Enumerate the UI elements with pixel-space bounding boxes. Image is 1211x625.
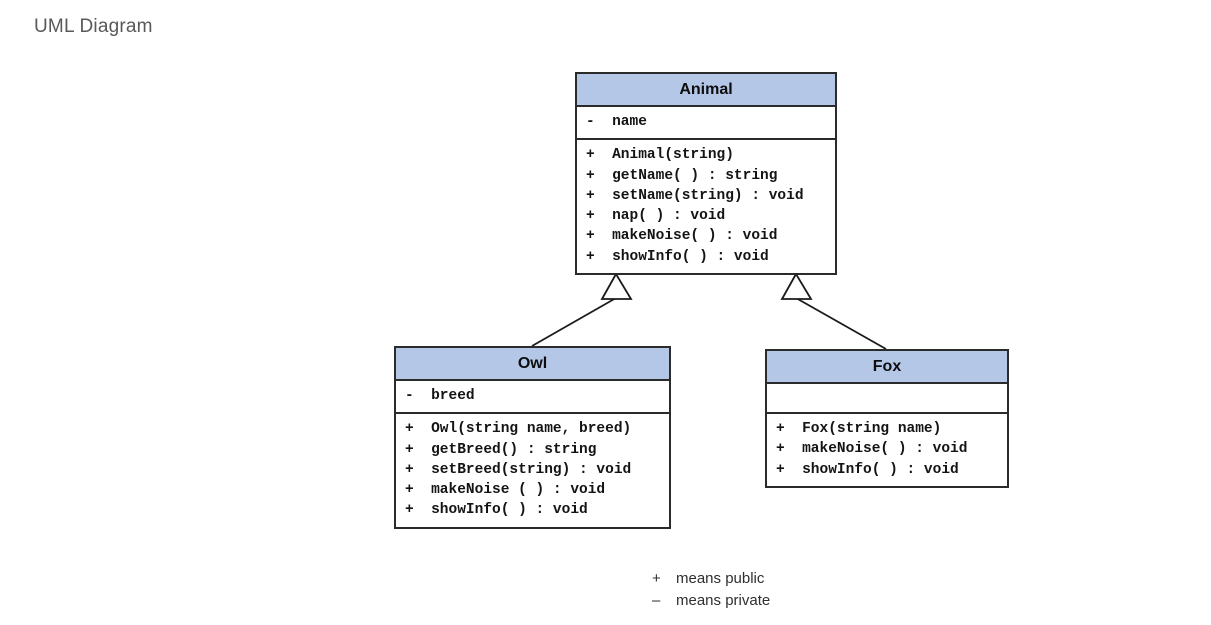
method-row: + makeNoise ( ) : void: [405, 482, 606, 499]
attributes-compartment-fox: [767, 384, 1007, 414]
method-row: + showInfo( ) : void: [586, 248, 769, 265]
page-title: UML Diagram: [34, 16, 153, 37]
method-row: + showInfo( ) : void: [776, 461, 959, 478]
method-row: + Fox(string name): [776, 421, 942, 437]
attributes-compartment-animal: - name: [577, 107, 835, 141]
uml-class-owl[interactable]: Owl - breed + Owl(string name, breed) + …: [394, 346, 671, 529]
class-title-owl: Owl: [396, 348, 669, 381]
uml-class-fox[interactable]: Fox + Fox(string name) + makeNoise( ) : …: [765, 349, 1009, 488]
legend-label-private: means private: [676, 592, 771, 609]
generalization-fox-to-animal: [780, 272, 887, 350]
methods-compartment-fox: + Fox(string name) + makeNoise( ) : void…: [767, 414, 1007, 486]
method-row: + nap( ) : void: [586, 208, 726, 225]
legend-label-public: means public: [676, 570, 765, 587]
class-title-fox: Fox: [767, 351, 1007, 384]
attributes-compartment-owl: - breed: [396, 381, 669, 415]
method-row: + setBreed(string) : void: [405, 461, 632, 478]
plus-symbol-icon: +: [652, 570, 661, 587]
generalization-line-owl: [531, 297, 617, 347]
method-row: + setName(string) : void: [586, 187, 804, 204]
attribute-row: - breed: [405, 388, 475, 404]
generalization-owl-to-animal: [531, 272, 633, 347]
attribute-row: - name: [586, 114, 647, 130]
generalization-arrowhead-fox: [780, 272, 813, 300]
method-row: + showInfo( ) : void: [405, 502, 588, 519]
method-row: + getBreed() : string: [405, 441, 597, 458]
generalization-arrowhead-owl: [600, 272, 633, 300]
visibility-legend: + means public – means private: [652, 570, 770, 614]
generalization-line-fox: [795, 297, 887, 350]
methods-compartment-owl: + Owl(string name, breed) + getBreed() :…: [396, 414, 669, 526]
method-row: + makeNoise( ) : void: [776, 441, 968, 458]
methods-compartment-animal: + Animal(string) + getName( ) : string +…: [577, 140, 835, 273]
method-row: + makeNoise( ) : void: [586, 228, 778, 245]
legend-row-private: – means private: [652, 592, 770, 614]
method-row: + Owl(string name, breed): [405, 421, 632, 438]
legend-row-public: + means public: [652, 570, 770, 592]
method-row: + getName( ) : string: [586, 167, 778, 184]
method-row: + Animal(string): [586, 147, 734, 164]
class-title-animal: Animal: [577, 74, 835, 107]
uml-class-animal[interactable]: Animal - name + Animal(string) + getName…: [575, 72, 837, 276]
minus-symbol-icon: –: [652, 592, 661, 609]
